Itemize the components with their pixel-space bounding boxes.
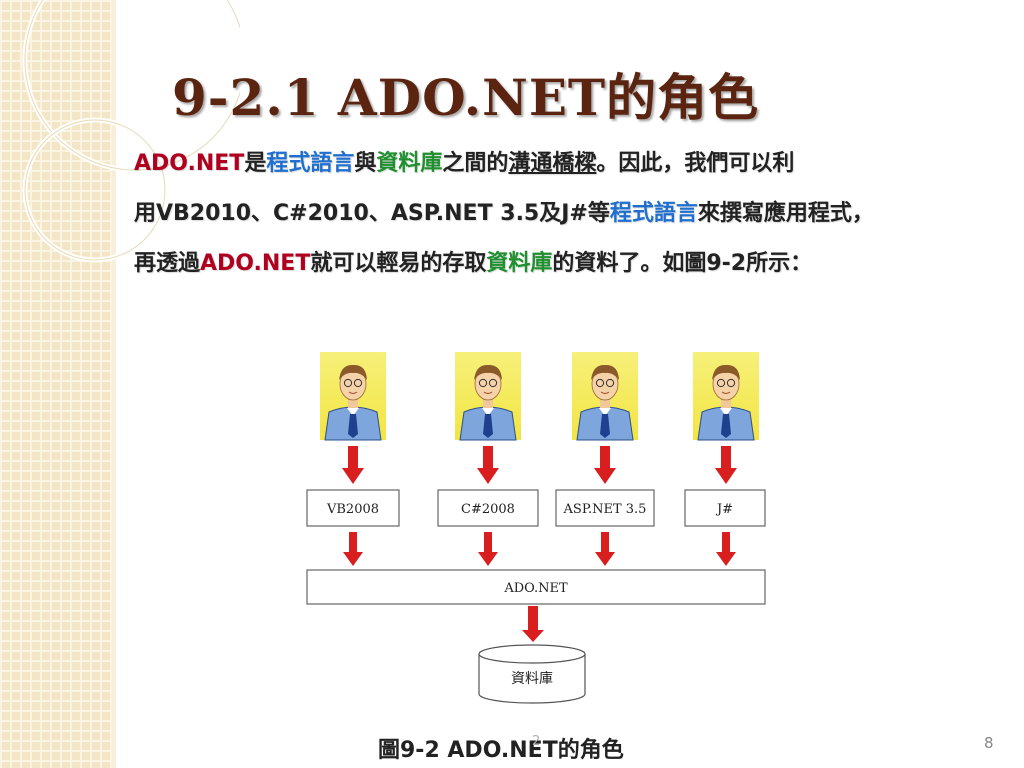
programmer-illustration — [693, 352, 759, 441]
ado-net-label: ADO.NET — [503, 581, 568, 596]
ado-net-box — [306, 569, 766, 605]
paragraph-1-segment: 是 — [244, 151, 267, 176]
paragraph-2-segment: 程式語言 — [609, 201, 698, 226]
paragraph-1-segment: 與 — [354, 151, 377, 176]
page-number: 8 — [984, 734, 994, 752]
language-label: ASP.NET 3.5 — [563, 502, 647, 517]
paragraph-2-segment: 來撰寫應用程式， — [697, 201, 874, 226]
arrow-down — [342, 446, 364, 484]
sidebar-edge — [112, 0, 116, 768]
database-cylinder: 資料庫 — [478, 644, 586, 704]
arrow-down — [716, 532, 736, 566]
paragraph-1-segment: 程式語言 — [266, 151, 355, 176]
slide-title: 9-2.1 ADO.NET的角色 — [172, 68, 760, 127]
paragraph-3-segment: 再透過 — [134, 251, 201, 276]
language-label: J# — [715, 502, 733, 517]
arrow-down — [595, 532, 615, 566]
language-label: VB2008 — [326, 502, 379, 517]
paragraph-2-segment: 用VB2010、C#2010、ASP.NET 3.5及J#等 — [134, 201, 610, 226]
paragraph-1: ADO.NET是程式語言與資料庫之間的溝通橋樑。因此，我們可以利 — [134, 150, 1014, 178]
database-label: 資料庫 — [511, 670, 553, 687]
paragraph-1-segment: 資料庫 — [376, 151, 443, 176]
paragraph-3-segment: 的資料了。如圖9-2所示： — [552, 251, 813, 276]
language-box: C#2008 — [437, 489, 539, 527]
paragraph-3-segment: 就可以輕易的存取 — [310, 251, 487, 276]
arrow-down — [477, 446, 499, 484]
figure-caption: 圖9-2 ADO.NET的角色 — [378, 738, 624, 763]
paragraph-1-segment: 之間的 — [442, 151, 509, 176]
sidebar-pattern — [0, 0, 112, 768]
language-label: C#2008 — [461, 502, 515, 517]
arrow-down — [478, 532, 498, 566]
footer-date: 2 — [532, 734, 541, 749]
arrow-down — [594, 446, 616, 484]
programmer-illustration — [320, 352, 386, 441]
programmer-illustration — [572, 352, 638, 441]
programmer-illustration — [455, 352, 521, 441]
language-box: ASP.NET 3.5 — [555, 489, 655, 527]
paragraph-3: 再透過ADO.NET就可以輕易的存取資料庫的資料了。如圖9-2所示： — [134, 250, 1014, 278]
arrow-down — [715, 446, 737, 484]
body-text: ADO.NET是程式語言與資料庫之間的溝通橋樑。因此，我們可以利 用VB2010… — [134, 150, 1014, 300]
decorative-circles — [22, 0, 240, 263]
paragraph-2: 用VB2010、C#2010、ASP.NET 3.5及J#等程式語言來撰寫應用程… — [134, 200, 1014, 228]
paragraph-1-segment: 。因此，我們可以利 — [596, 151, 795, 176]
arrow-down — [343, 532, 363, 566]
language-box: VB2008 — [306, 489, 400, 527]
arrow-to-db — [522, 606, 544, 642]
paragraph-3-segment: 資料庫 — [486, 251, 553, 276]
ado-net-diagram: VB2008 C#2008 ASP.NET 3.5 J# ADO.NET 資料庫 — [306, 352, 766, 704]
paragraph-3-segment: ADO.NET — [200, 251, 311, 276]
paragraph-1-segment: 溝通橋樑 — [508, 151, 597, 176]
paragraph-1-segment: ADO.NET — [134, 151, 245, 176]
language-box: J# — [684, 489, 766, 527]
